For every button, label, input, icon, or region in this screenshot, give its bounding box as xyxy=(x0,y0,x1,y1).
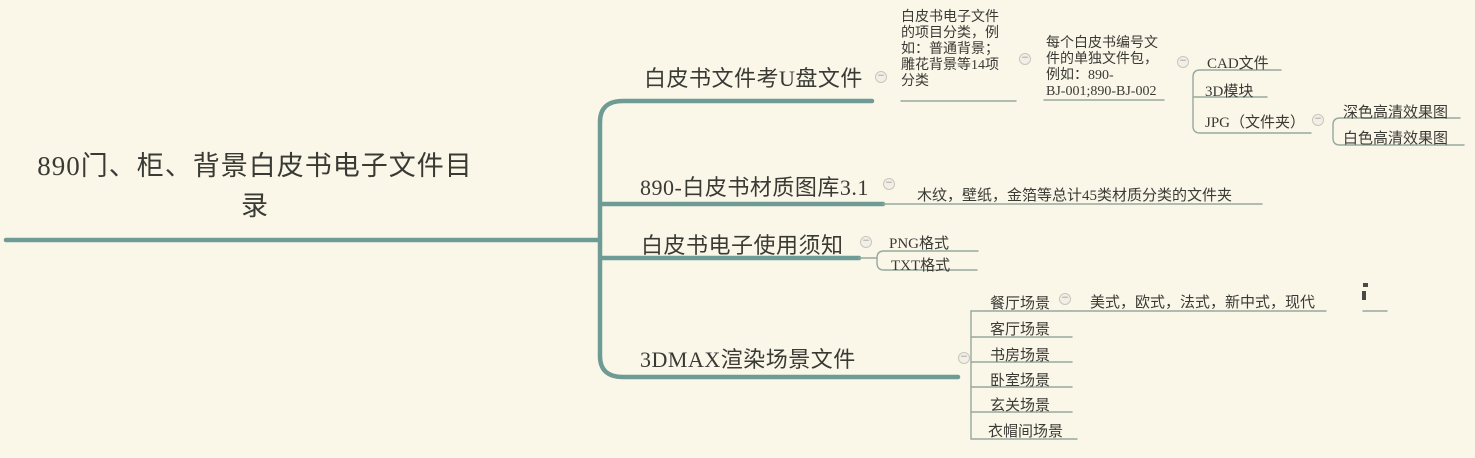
node-txt-format[interactable]: TXT格式 xyxy=(891,258,951,274)
collapse-icon[interactable]: − xyxy=(1059,293,1071,305)
thin-sub-lines xyxy=(858,69,1465,440)
clipped-node-fragment xyxy=(1362,282,1370,304)
collapse-icon[interactable]: − xyxy=(958,352,970,364)
branch-notice-topic[interactable]: 白皮书电子使用须知 xyxy=(641,233,844,258)
node-scene-dining[interactable]: 餐厅场景 xyxy=(990,296,1051,312)
node-png-format[interactable]: PNG格式 xyxy=(889,236,950,252)
usb-note-classification[interactable]: 白皮书电子文件 的项目分类，例 如：普通背景； 雕花背景等14项 分类 xyxy=(901,10,999,89)
jpg-children-bracket xyxy=(1332,117,1465,146)
dining-styles-note[interactable]: 美式，欧式，法式，新中式，现代 xyxy=(1090,295,1316,311)
collapse-icon[interactable]: − xyxy=(1312,114,1324,126)
clipped-glyph-mark xyxy=(1363,283,1368,287)
collapse-icon[interactable]: − xyxy=(875,71,887,83)
usb-note-package[interactable]: 每个白皮书编号文 件的单独文件包， 例如：890- BJ-001;890-BJ-… xyxy=(1046,36,1158,99)
collapse-icon[interactable]: − xyxy=(860,236,872,248)
branch-usb-topic[interactable]: 白皮书文件考U盘文件 xyxy=(644,66,863,91)
thick-branch-lines xyxy=(3,98,961,380)
node-cad-file[interactable]: CAD文件 xyxy=(1207,56,1269,72)
node-scene-bedroom[interactable]: 卧室场景 xyxy=(990,373,1051,389)
node-scene-living[interactable]: 客厅场景 xyxy=(990,322,1051,338)
node-jpg-folder[interactable]: JPG（文件夹） xyxy=(1205,115,1306,131)
collapse-icon[interactable]: − xyxy=(1019,53,1031,65)
node-3d-module[interactable]: 3D模块 xyxy=(1205,84,1254,100)
trunk-branch1-branch4 xyxy=(597,98,961,380)
material-note[interactable]: 木纹，壁纸，金箔等总计45类材质分类的文件夹 xyxy=(917,188,1233,204)
collapse-icon[interactable]: − xyxy=(883,178,895,190)
collapse-icon[interactable]: − xyxy=(1177,56,1189,68)
node-white-render[interactable]: 白色高清效果图 xyxy=(1343,131,1449,147)
branch-3dmax-topic[interactable]: 3DMAX渲染场景文件 xyxy=(640,347,856,372)
notice-children-bracket xyxy=(876,250,979,271)
branch-material-topic[interactable]: 890-白皮书材质图库3.1 xyxy=(640,175,869,200)
node-scene-cloakroom[interactable]: 衣帽间场景 xyxy=(988,424,1064,440)
node-scene-study[interactable]: 书房场景 xyxy=(990,348,1051,364)
node-scene-entry[interactable]: 玄关场景 xyxy=(990,398,1051,414)
node-dark-render[interactable]: 深色高清效果图 xyxy=(1343,105,1449,121)
usb-children-bracket xyxy=(1192,69,1312,134)
clipped-glyph-mark xyxy=(1362,291,1366,300)
root-topic[interactable]: 890门、柜、背景白皮书电子文件目 录 xyxy=(37,151,473,221)
